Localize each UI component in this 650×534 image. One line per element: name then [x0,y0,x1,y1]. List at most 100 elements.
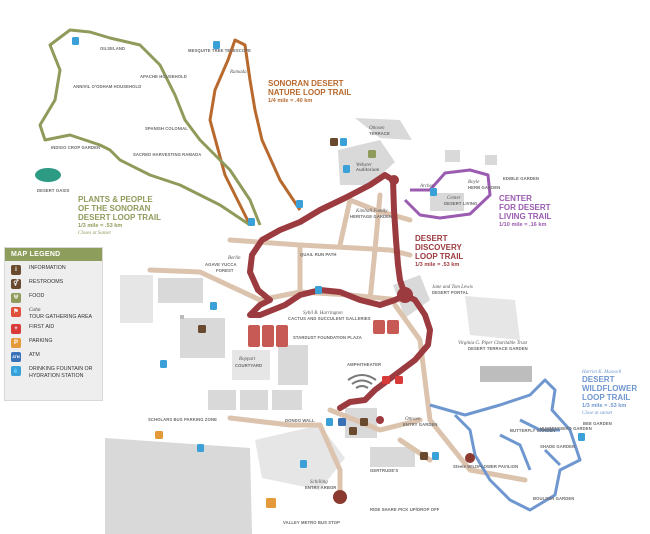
label-scholars: SCHOLARS BUS PARKING ZONE [148,417,217,422]
living-title-3: LIVING TRAIL [499,212,552,221]
legend-item-information: i INFORMATION [11,265,102,275]
discovery-title-1: DESERT [415,234,448,243]
label-oasis: DESERT OASIS [37,188,69,193]
first-aid-icon [382,376,403,384]
discovery-junction-marker [389,175,399,185]
tour-icon: ⚑ [11,307,21,317]
label-hummingbird: HUMMINGBIRD GARDEN [540,426,592,431]
label-berlin: Berlin [228,256,241,261]
wildflower-title-3: LOOP TRAIL [582,393,630,402]
label-indigo: INDIGO CROP GARDEN [51,145,100,150]
plant-center-building [120,275,153,323]
plants-title-3: DESERT LOOP TRAIL [78,213,161,222]
label-rideshare: RIDE SHARE PICK UP/DROP OFF [370,507,440,512]
plants-title-1: PLANTS & PEOPLE [78,195,153,204]
plants-people-loop-path [38,28,262,227]
facility-icons [72,37,585,508]
label-entry-garden: ENTRY GARDEN [403,422,437,427]
label-oilseland: OILSELAND [100,46,125,51]
label-butterfly: BUTTERFLY GARDEN [510,428,555,433]
legend-item-first-aid: + FIRST AID [11,324,102,334]
label-ottosen-entry: Ottosen [405,417,421,422]
water-drop-icon [72,37,585,468]
label-desert-terrace: DESERT TERRACE GARDEN [468,346,528,351]
center-living-trail-path [403,168,492,220]
water-drop-icon: 💧 [11,366,21,376]
plants-distance: 1/3 mile = .53 km [78,223,122,229]
label-entry-arbor: ENTRY ARBOR [305,485,336,490]
wildflower-pre: Harriet K. Maxwell [581,370,622,375]
wildflower-note: Close at sunset [582,411,613,416]
label-ottosen: Ottosen [369,126,385,131]
label-boppart: Boppart [239,357,256,362]
hazel-mccain-building [180,318,225,358]
label-jane-tom: Jane and Tom Lewis [432,285,473,290]
sonoran-title-1: SONORAN DESERT [268,79,344,88]
label-archer: Archer [419,184,434,189]
label-forest: FOREST [216,268,234,273]
living-title-1: CENTER [499,194,532,203]
plants-note: Closes at Sunset [78,231,111,236]
oasis-pond [35,168,61,182]
label-oodham: ANNIVIL O'ODHAM HOUSEHOLD [73,84,141,89]
atm-icon: ATM [11,352,21,362]
legend-item-restrooms: ⚥ RESTROOMS [11,279,102,289]
label-boyle: Boyle [468,180,480,185]
label-spanish: SPANISH COLONIAL [145,126,188,131]
map-legend: MAP LEGEND i INFORMATION ⚥ RESTROOMS Ψ F… [4,247,103,401]
info-icon: i [11,265,21,275]
label-agave: AGAVE YUCCA [205,262,237,267]
place-labels: OILSELAND APACHE HOUSEHOLD MESQUITE TREE… [37,46,612,525]
label-edible: EDIBLE GARDEN [503,176,539,181]
herbarium-building [158,278,203,303]
desert-discovery-loop-path [247,172,433,411]
trail-labels: SONORAN DESERT NATURE LOOP TRAIL 1/4 mil… [78,79,637,416]
label-heritage: HERITAGE GARDEN [350,214,392,219]
restroom-icon: ⚥ [11,279,21,289]
discovery-title-3: LOOP TRAIL [415,252,463,261]
label-webster: Webster [356,163,372,168]
label-sacred: SACRED HARVESTING RAMADA [133,152,201,157]
discovery-distance: 1/3 mile = .53 km [415,262,459,268]
label-desert-living: DESERT LIVING [444,201,477,206]
label-courtyard: COURTYARD [235,363,262,368]
parking-icon [155,431,276,508]
building-footprints [105,118,532,534]
food-icon [368,150,376,158]
legend-title: MAP LEGEND [5,248,102,261]
label-galleries: CACTUS AND SUCCULENT GALLERIES [288,316,371,321]
legend-item-parking: P PARKING [11,338,102,348]
label-apache: APACHE HOUSEHOLD [140,74,187,79]
sonoran-distance: 1/4 mile = .40 km [268,98,312,104]
label-terrace: TERRACE [369,131,390,136]
wildflower-title-2: WILDFLOWER [582,384,637,393]
label-herb: HERB GARDEN [468,185,500,190]
living-distance: 1/10 mile = .16 km [499,222,546,228]
wildflower-loop-path [429,378,582,512]
parking-lot [105,438,252,534]
legend-item-atm: ATM ATM [11,352,102,362]
label-schilling: Schilling [310,480,328,485]
desert-portal-marker [397,287,413,303]
sonoran-title-2: NATURE LOOP TRAIL [268,88,351,97]
label-mesquite: MESQUITE TREE TELESCOPE [188,48,251,53]
atm-icon [338,418,346,426]
label-auditorium: Auditorium [356,167,380,172]
food-icon: Ψ [11,293,21,303]
label-center: Center [447,196,461,201]
wildflower-pavilion-marker [465,453,475,463]
label-shade: SHADE GARDEN [540,444,575,449]
label-stardust: STARDUST FOUNDATION PLAZA [293,335,362,340]
cactus-galleries-shapes [248,320,399,347]
entry-arbor-marker [333,490,347,504]
label-kimball: Kimball Family [355,209,388,214]
wildflower-distance: 1/3 mile = .53 km [582,403,626,409]
first-aid-icon: + [11,324,21,334]
sonoran-nature-loop-path [208,38,302,226]
info-icon [349,416,384,435]
amphitheater-arcs [347,374,377,389]
